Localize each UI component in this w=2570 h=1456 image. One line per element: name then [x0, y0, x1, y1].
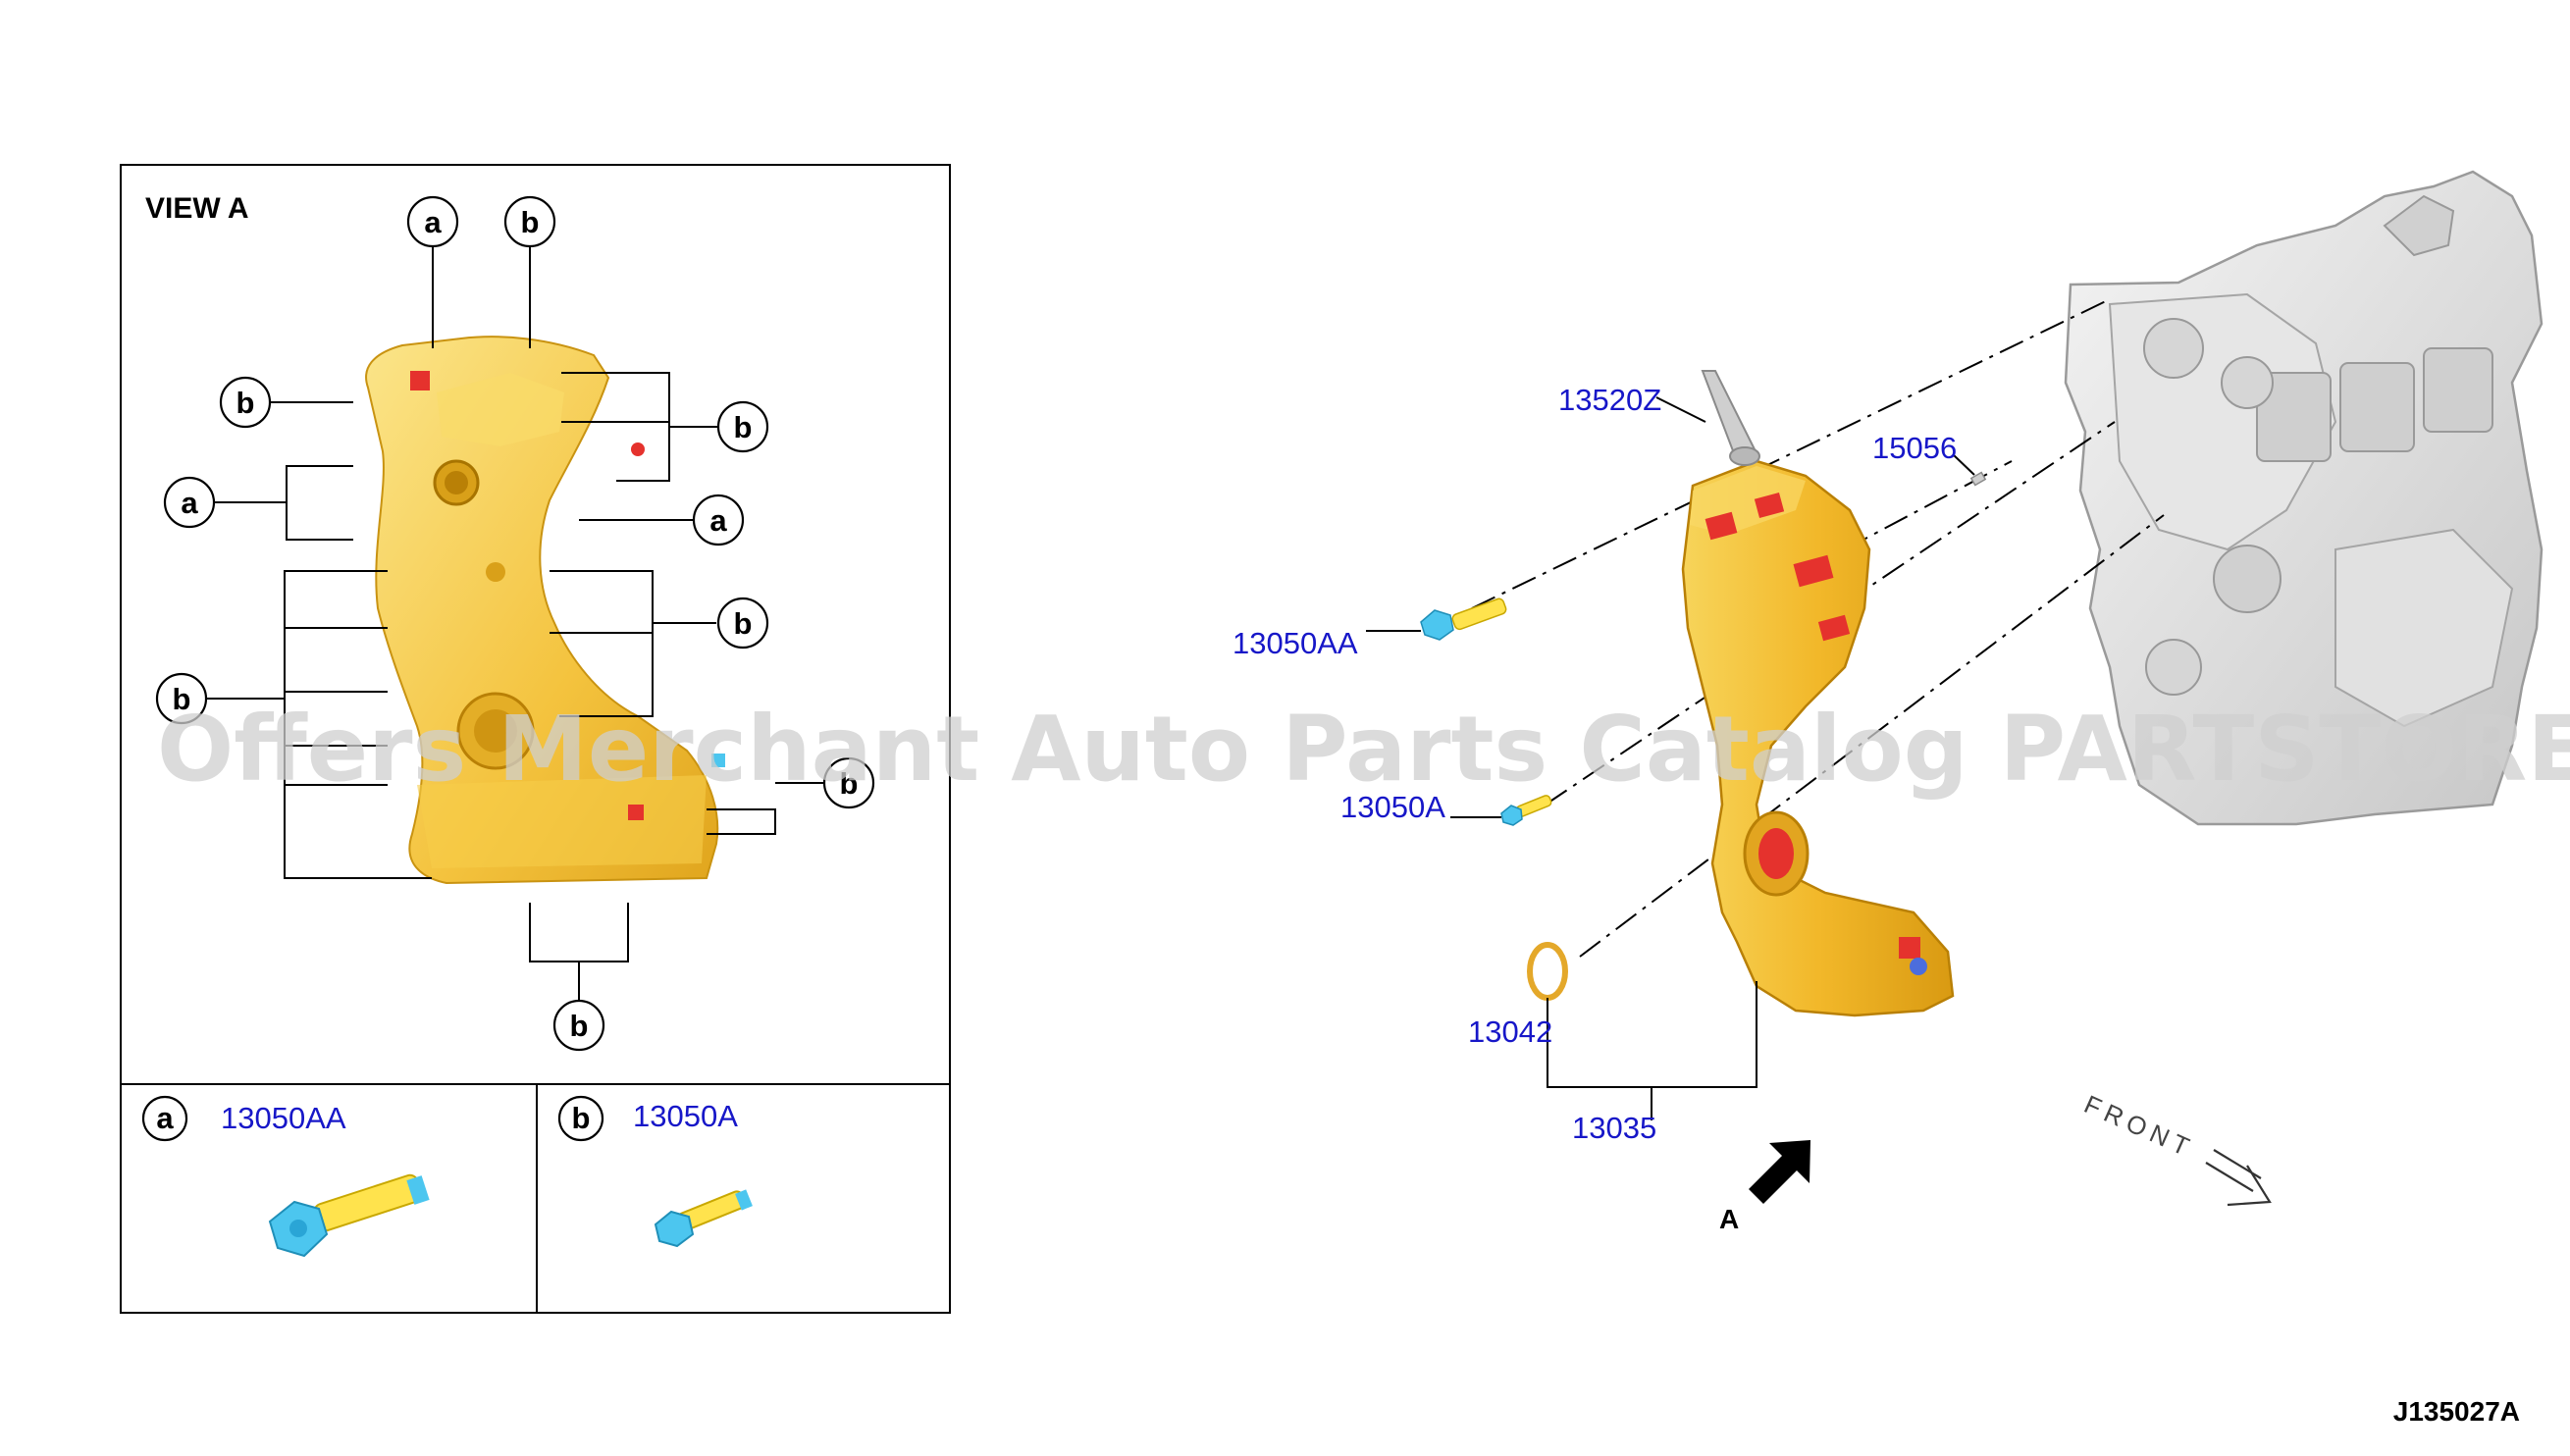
legend-b: b 13050A [557, 1095, 753, 1248]
watermark: Offers Merchant Auto Parts Catalog PARTS… [157, 697, 2570, 802]
legend-b-part-number: 13050A [633, 1099, 738, 1133]
dowel-pin-15056 [1969, 471, 1987, 487]
bolt-13050aa-icon [268, 1173, 430, 1258]
svg-text:FRONT: FRONT [2080, 1089, 2199, 1164]
bolt-13050a-exploded [1500, 795, 1552, 826]
part-label-13520z: 13520Z [1558, 383, 1661, 417]
seal-13042 [1527, 942, 1568, 1001]
svg-text:a: a [709, 503, 727, 538]
timing-cover-front-view [365, 336, 725, 885]
svg-text:A: A [1719, 1204, 1739, 1234]
svg-text:b: b [734, 410, 753, 444]
legend-a: a 13050AA [141, 1095, 430, 1258]
svg-text:b: b [570, 1009, 589, 1043]
svg-text:a: a [156, 1101, 174, 1135]
timing-cover-13035 [1681, 459, 1955, 1017]
svg-text:a: a [424, 205, 442, 239]
front-arrow-icon [2205, 1149, 2272, 1207]
view-a-leader-lines [206, 239, 824, 1001]
view-a-panel: VIEW A [120, 164, 951, 1314]
view-a-title: VIEW A [145, 192, 249, 225]
svg-text:b: b [840, 766, 859, 801]
part-label-13050a: 13050A [1340, 790, 1445, 824]
callout-a-top: a [406, 195, 459, 248]
bolt-13050a-icon [654, 1189, 753, 1248]
diagram-reference-number: J135027A [2393, 1396, 2520, 1427]
front-direction-indicator: FRONT [2080, 1089, 2272, 1207]
part-label-15056: 15056 [1872, 431, 1957, 465]
svg-text:b: b [734, 606, 753, 641]
callout-b-upper-left: b [219, 376, 272, 429]
sensor-13520z [1701, 370, 1760, 466]
part-label-13042: 13042 [1468, 1014, 1552, 1049]
svg-text:b: b [236, 386, 255, 420]
view-a-callouts: a b b b a a b [155, 195, 875, 1052]
svg-text:b: b [572, 1101, 591, 1135]
svg-text:a: a [181, 486, 198, 520]
exploded-leader-lines [1366, 396, 1975, 1120]
callout-b-lower-right: b [822, 756, 875, 809]
svg-text:b: b [521, 205, 540, 239]
part-label-13050aa: 13050AA [1233, 626, 1358, 660]
engine-block [2064, 170, 2544, 826]
svg-text:b: b [173, 682, 191, 716]
callout-b-upper-right: b [716, 400, 769, 453]
callout-b-middle-left: b [155, 672, 208, 725]
callout-a-right: a [692, 494, 745, 546]
view-a-direction-arrow: A [1719, 1140, 1810, 1234]
callout-b-bottom: b [552, 999, 605, 1052]
bolt-13050aa-exploded [1420, 598, 1507, 641]
callout-a-left: a [163, 476, 216, 529]
part-label-13035: 13035 [1572, 1111, 1656, 1145]
callout-b-middle-right: b [716, 597, 769, 650]
legend-a-part-number: 13050AA [221, 1101, 346, 1135]
callout-b-top: b [503, 195, 556, 248]
